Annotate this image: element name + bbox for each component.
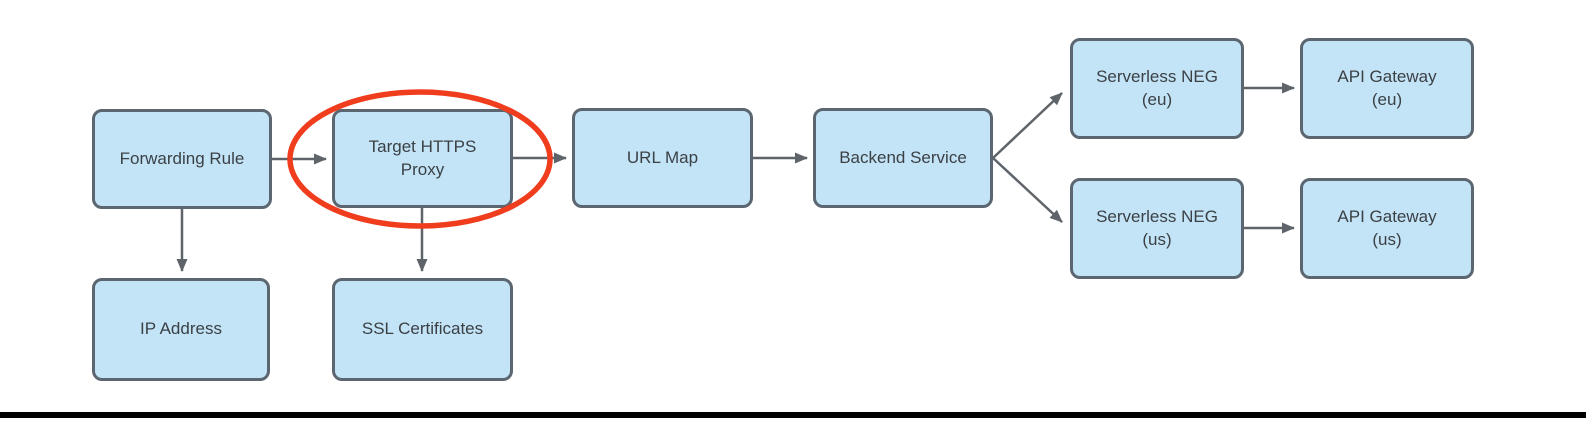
edge-backend-service-to-serverless-neg-eu bbox=[992, 92, 1063, 159]
node-ip-address: IP Address bbox=[92, 278, 270, 381]
node-serverless-neg-us: Serverless NEG (us) bbox=[1070, 178, 1244, 279]
node-ssl-certificates: SSL Certificates bbox=[332, 278, 513, 381]
node-url-map: URL Map bbox=[572, 108, 753, 208]
node-api-gateway-eu: API Gateway (eu) bbox=[1300, 38, 1474, 139]
node-backend-service: Backend Service bbox=[813, 108, 993, 208]
node-forwarding-rule: Forwarding Rule bbox=[92, 109, 272, 209]
edge-backend-service-to-serverless-neg-us bbox=[992, 157, 1063, 223]
node-target-https-proxy: Target HTTPS Proxy bbox=[332, 109, 513, 208]
node-api-gateway-us: API Gateway (us) bbox=[1300, 178, 1474, 279]
bottom-border-line bbox=[0, 412, 1586, 418]
node-serverless-neg-eu: Serverless NEG (eu) bbox=[1070, 38, 1244, 139]
